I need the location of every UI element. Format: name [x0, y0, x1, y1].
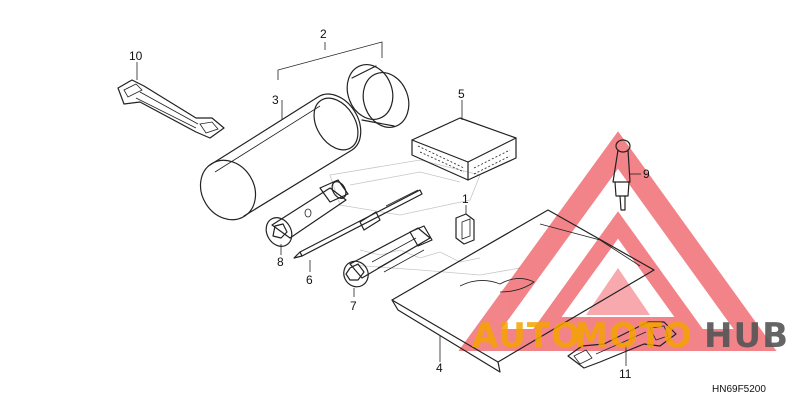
callout-2: 2 — [320, 27, 327, 41]
watermark-text-auto: AUTO — [472, 316, 581, 356]
callout-4: 4 — [436, 361, 443, 375]
part-6-screwdriver[interactable] — [293, 189, 423, 272]
part-11-strap[interactable] — [567, 321, 677, 369]
part-7-socket-handle[interactable] — [339, 225, 433, 297]
callout-3: 3 — [272, 93, 279, 107]
callout-6: 6 — [306, 273, 313, 287]
part-5-sponge[interactable] — [411, 100, 517, 181]
part-9-pin[interactable] — [612, 139, 641, 211]
part-8-box-wrench[interactable] — [261, 179, 349, 255]
diagram-code: HN69F5200 — [712, 384, 766, 395]
part-10-strap[interactable] — [117, 62, 225, 139]
callout-9: 9 — [643, 167, 650, 181]
watermark-text-moto: MOTO — [574, 316, 693, 356]
callout-5: 5 — [458, 87, 465, 101]
part-1-clip[interactable] — [455, 205, 475, 245]
watermark-logo: AUTO MOTO HUB — [472, 316, 789, 356]
callout-labels: 2 10 3 5 9 1 8 6 7 4 11 — [129, 27, 650, 381]
watermark-text-hub: HUB — [704, 316, 789, 356]
watermark-triangle — [458, 131, 777, 351]
callout-11: 11 — [619, 367, 632, 381]
callout-10: 10 — [129, 49, 143, 63]
callout-8: 8 — [277, 255, 284, 269]
part-2-bracket — [277, 41, 383, 80]
callout-1: 1 — [462, 192, 469, 206]
part-2-cap[interactable] — [340, 58, 416, 134]
part-4-tool-bag[interactable] — [391, 209, 655, 373]
callout-7: 7 — [350, 299, 357, 313]
part-3-tool-tube[interactable] — [190, 90, 367, 230]
background-logo-outline — [329, 159, 521, 276]
